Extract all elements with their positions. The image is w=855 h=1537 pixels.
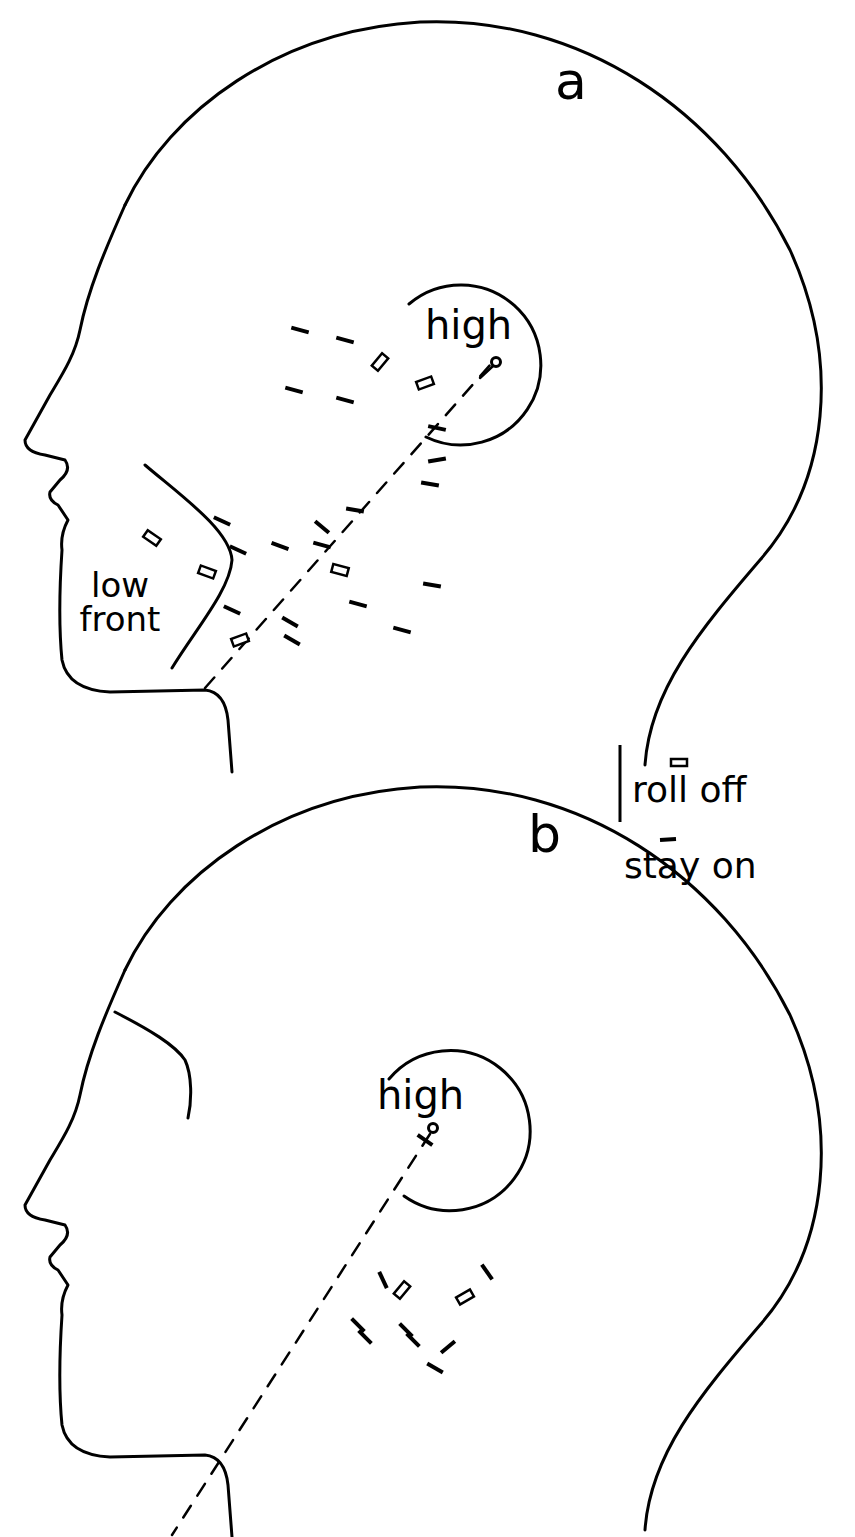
legend-bar	[619, 745, 622, 822]
stay-on-mark	[428, 458, 446, 461]
legend-text: roll off	[632, 769, 746, 810]
stay-on-mark	[359, 1331, 372, 1344]
stay-on-mark	[282, 618, 298, 627]
figure-letter: a	[555, 55, 587, 107]
head-b	[25, 787, 821, 1537]
axis-dashed-line	[172, 1134, 430, 1535]
marks	[143, 328, 492, 1373]
roll-off-mark	[231, 634, 249, 647]
stay-on-mark	[441, 1341, 455, 1353]
stay-on-mark	[284, 636, 300, 645]
legend-item: stay on	[624, 848, 757, 884]
pivot-tail	[480, 366, 493, 378]
stay-on-mark	[285, 388, 302, 393]
roll-off-mark	[143, 530, 161, 546]
region-label: high	[377, 1075, 464, 1115]
stay-on-mark	[346, 508, 364, 511]
stay-on-mark	[336, 338, 353, 343]
roll-off-sample	[667, 757, 691, 769]
stay-on-mark	[336, 398, 353, 403]
head-a	[25, 22, 821, 772]
stay-on-mark	[421, 482, 439, 485]
stay-on-sample	[656, 833, 680, 845]
stay-on-mark	[482, 1265, 492, 1280]
stay-on-mark	[214, 517, 230, 525]
stay-on-mark	[315, 521, 329, 533]
roll-off-mark	[416, 377, 434, 390]
stay-on-mark	[423, 583, 441, 586]
roll-off-mark	[198, 566, 216, 579]
stay-on-mark	[379, 1272, 387, 1288]
roll-off-mark	[394, 1281, 410, 1298]
figure-letter: b	[528, 808, 561, 860]
stay-on-mark	[349, 602, 366, 607]
skull-outline	[125, 787, 821, 1530]
stay-on-symbol	[660, 839, 676, 840]
stay-on-mark	[313, 543, 330, 548]
roll-off-mark	[331, 564, 349, 576]
pivot-point	[429, 1124, 438, 1133]
face-profile	[25, 205, 232, 772]
roll-off-symbol	[671, 759, 687, 766]
roll-off-mark	[372, 353, 388, 370]
face-profile	[25, 970, 232, 1537]
stay-on-mark	[272, 543, 289, 549]
stay-on-mark	[393, 628, 410, 633]
jaw-outline	[145, 465, 232, 668]
stay-on-mark	[428, 426, 446, 430]
stay-on-mark	[224, 606, 240, 614]
roll-off-mark	[456, 1290, 474, 1305]
stay-on-mark	[418, 1135, 433, 1145]
stay-on-mark	[291, 328, 308, 333]
legend-item: roll off	[632, 772, 746, 808]
stay-on-mark	[427, 1364, 443, 1373]
axis-dashed-line	[205, 365, 490, 688]
high-arc	[409, 285, 541, 445]
region-label: low front	[60, 568, 180, 636]
skull-outline	[125, 22, 821, 765]
region-label: high	[425, 305, 512, 345]
stay-on-mark	[230, 546, 246, 554]
jaw-outline	[115, 1012, 191, 1118]
stay-on-mark	[407, 1334, 420, 1347]
stay-on-mark	[352, 1319, 365, 1332]
legend-text: stay on	[624, 845, 757, 886]
